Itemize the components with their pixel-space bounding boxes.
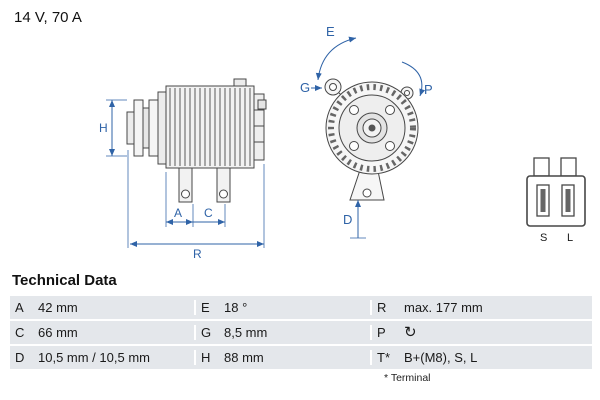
dim-label-d: D xyxy=(343,212,352,227)
spec-value: 18 ° xyxy=(224,300,248,315)
alternator-side-view xyxy=(126,78,267,203)
spec-key: P xyxy=(370,325,402,340)
dim-label-g: G xyxy=(300,80,310,95)
dim-label-p: P xyxy=(424,82,433,97)
spec-key: R xyxy=(370,300,402,315)
spec-value: 88 mm xyxy=(224,350,264,365)
spec-key: H xyxy=(194,350,222,365)
spec-key: G xyxy=(194,325,222,340)
spec-value: B+(M8), S, L xyxy=(404,350,478,365)
terminal-label-l: L xyxy=(567,232,573,244)
rotation-direction-icon: ↻ xyxy=(404,324,417,341)
spec-key: C xyxy=(15,325,25,340)
table-row: A 42 mm E 18 ° R max. 177 mm xyxy=(10,296,592,319)
spec-value: 8,5 mm xyxy=(224,325,268,340)
table-row: C 66 mm G 8,5 mm P ↻ xyxy=(10,321,592,344)
dim-label-a: A xyxy=(174,206,182,220)
spec-key: D xyxy=(15,350,25,365)
side-view-dimensions xyxy=(106,99,265,248)
spec-value: 66 mm xyxy=(38,325,78,340)
spec-key: E xyxy=(194,300,222,315)
technical-data-title: Technical Data xyxy=(12,272,117,289)
alternator-diagram: H A C R E G P D xyxy=(99,24,586,261)
front-view-annotations xyxy=(311,36,426,239)
spec-key: A xyxy=(15,300,24,315)
rating-label: 14 V, 70 A xyxy=(14,9,82,26)
dim-label-r: R xyxy=(193,247,202,261)
spec-value: 42 mm xyxy=(38,300,78,315)
dim-label-e: E xyxy=(326,24,335,39)
table-row: D 10,5 mm / 10,5 mm H 88 mm T* B+(M8), S… xyxy=(10,346,592,369)
dim-label-h: H xyxy=(99,121,108,135)
dim-label-c: C xyxy=(204,206,213,220)
terminal-footnote: * Terminal xyxy=(384,372,431,384)
spec-table: A 42 mm E 18 ° R max. 177 mm C 66 mm G 8… xyxy=(10,296,592,369)
terminal-label-s: S xyxy=(540,232,547,244)
spec-value: 10,5 mm / 10,5 mm xyxy=(38,350,150,365)
spec-value: max. 177 mm xyxy=(404,300,483,315)
spec-key: T* xyxy=(370,350,402,365)
connector-drawing xyxy=(526,157,586,227)
alternator-front-view xyxy=(324,78,419,201)
technical-data-section: Technical Data A 42 mm E 18 ° R max. 177… xyxy=(10,272,592,384)
